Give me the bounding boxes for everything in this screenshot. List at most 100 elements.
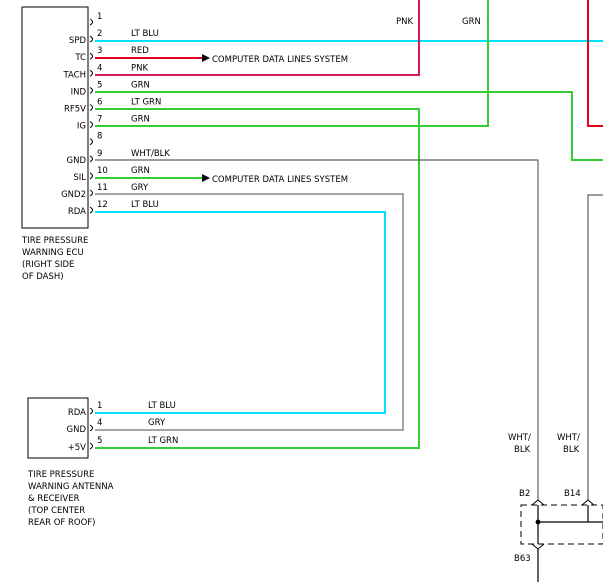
ecu-pin-bracket [89,206,93,214]
arrow-sil [202,174,210,182]
ecu-pin-label: SPD [69,36,87,46]
ecu-wire-color-label: WHT/BLK [131,149,170,159]
ecu-pin-number: 5 [97,80,102,90]
junction-wires [537,505,603,544]
wire-tach-pnk [95,0,420,76]
antenna-wire-color-label: LT GRN [148,436,178,446]
ecu-wire-color-label: LT BLU [131,200,159,210]
antenna-box [27,397,89,459]
ecu-pin-bracket [89,104,93,111]
ecu-pin-label: GND2 [61,190,86,200]
ecu-pin-bracket [89,18,93,26]
ecu-pin-label: GND [67,156,87,166]
wire-black-right [587,194,603,500]
ecu-wire-color-label: GRY [131,183,149,193]
antenna-pin-label: RDA [68,408,86,418]
antenna-pin-label: +5V [68,443,87,453]
antenna-name-line: REAR OF ROOF) [28,518,95,528]
arrow-text-tc: COMPUTER DATA LINES SYSTEM [212,55,348,65]
wire-red-right [587,0,603,127]
antenna-name-line: & RECEIVER [28,494,80,504]
ground-left-label-2: BLK [514,445,531,455]
conn-label-b14: B14 [564,489,581,499]
ecu-name-group: TIRE PRESSURE WARNING ECU (RIGHT SIDE OF DA… [21,236,88,282]
antenna-pin-bracket [89,407,93,415]
ecu-name-line: WARNING ECU [22,248,84,258]
ecu-wire-color-label: LT BLU [131,29,159,39]
ecu-pin-label: RF5V [64,105,86,115]
ecu-wire-color-label: GRN [131,115,150,125]
ecu-pin-number: 2 [97,29,102,39]
ecu-wire-color-label: GRN [131,80,150,90]
conn-label-b63: B63 [514,554,531,564]
ecu-pin-number: 6 [97,98,102,108]
ecu-pin-bracket [89,121,93,129]
top-label-grn: GRN [462,17,481,27]
antenna-name-group: TIRE PRESSURE WARNING ANTENNA & RECEIVER (T… [27,470,114,528]
ecu-pin-number: 7 [97,115,102,125]
ecu-name-line: OF DASH) [22,272,64,282]
conn-b2-mark [531,499,545,506]
antenna-name-line: (TOP CENTER [28,506,85,516]
ecu-wire-color-label: GRN [131,166,150,176]
ecu-pin-label: TC [74,53,86,63]
ecu-pin-bracket [89,86,93,94]
ground-right-label-2: BLK [563,445,580,455]
junction-box [520,504,603,545]
ecu-pin-label: TACH [62,70,86,80]
ecu-pin-bracket [89,172,93,180]
ecu-wire-color-label: RED [131,46,149,56]
wire-gnd-wht-blk [95,159,539,500]
antenna-pin-number: 4 [97,418,102,428]
arrow-tc [202,54,210,62]
ecu-pin-number: 10 [97,166,108,176]
ecu-name-line: (RIGHT SIDE [22,260,74,270]
antenna-name-line: WARNING ANTENNA [28,482,114,492]
ecu-pin-label: IG [77,122,86,132]
ecu-pin-bracket [89,138,93,146]
ecu-pin-number: 12 [97,200,108,210]
wire-ig-grn [95,0,489,127]
wire-rf5v-lt-grn [95,108,420,449]
antenna-pin-label: GND [67,425,87,435]
ecu-wire-color-label: LT GRN [131,98,161,108]
ground-right-label-1: WHT/ [557,433,580,443]
ecu-pin-number: 4 [97,63,102,73]
arrow-text-sil: COMPUTER DATA LINES SYSTEM [212,175,348,185]
ecu-pin-bracket [89,52,93,60]
ecu-pin-number: 3 [97,46,102,56]
antenna-pin-bracket [89,424,93,432]
ecu-name-line: TIRE PRESSURE [21,236,88,246]
wire-ind-grn [95,91,603,161]
ecu-pin-number: 1 [97,12,102,22]
top-label-pnk: PNK [396,17,413,27]
ecu-pin-number: 11 [97,183,108,193]
conn-b63-mark [531,543,545,550]
ecu-pin-bracket [89,69,93,77]
conn-label-b2: B2 [519,489,530,499]
ecu-box [21,6,89,229]
ecu-pin-number: 9 [97,149,102,159]
junction-dot [535,519,541,525]
antenna-wire-color-label: GRY [148,418,166,428]
ecu-pin-bracket [89,189,93,197]
wire-rda-lt-blu [95,211,386,414]
antenna-pin-number: 1 [97,401,102,411]
ground-left-label-1: WHT/ [508,433,531,443]
ecu-pin-label: SIL [73,173,86,183]
antenna-pin-bracket [89,442,93,450]
antenna-wire-color-label: LT BLU [148,401,176,411]
antenna-pin-number: 5 [97,436,102,446]
ecu-pin-bracket [89,155,93,163]
wire-gnd2-gry [95,193,404,431]
ecu-pin-label: IND [71,87,87,97]
ecu-pin-label: RDA [68,207,86,217]
antenna-name-line: TIRE PRESSURE [27,470,94,480]
ecu-wire-color-label: PNK [131,63,148,73]
ecu-pin-number: 8 [97,132,102,142]
conn-b14-mark [581,499,595,506]
ecu-pin-bracket [89,35,93,43]
